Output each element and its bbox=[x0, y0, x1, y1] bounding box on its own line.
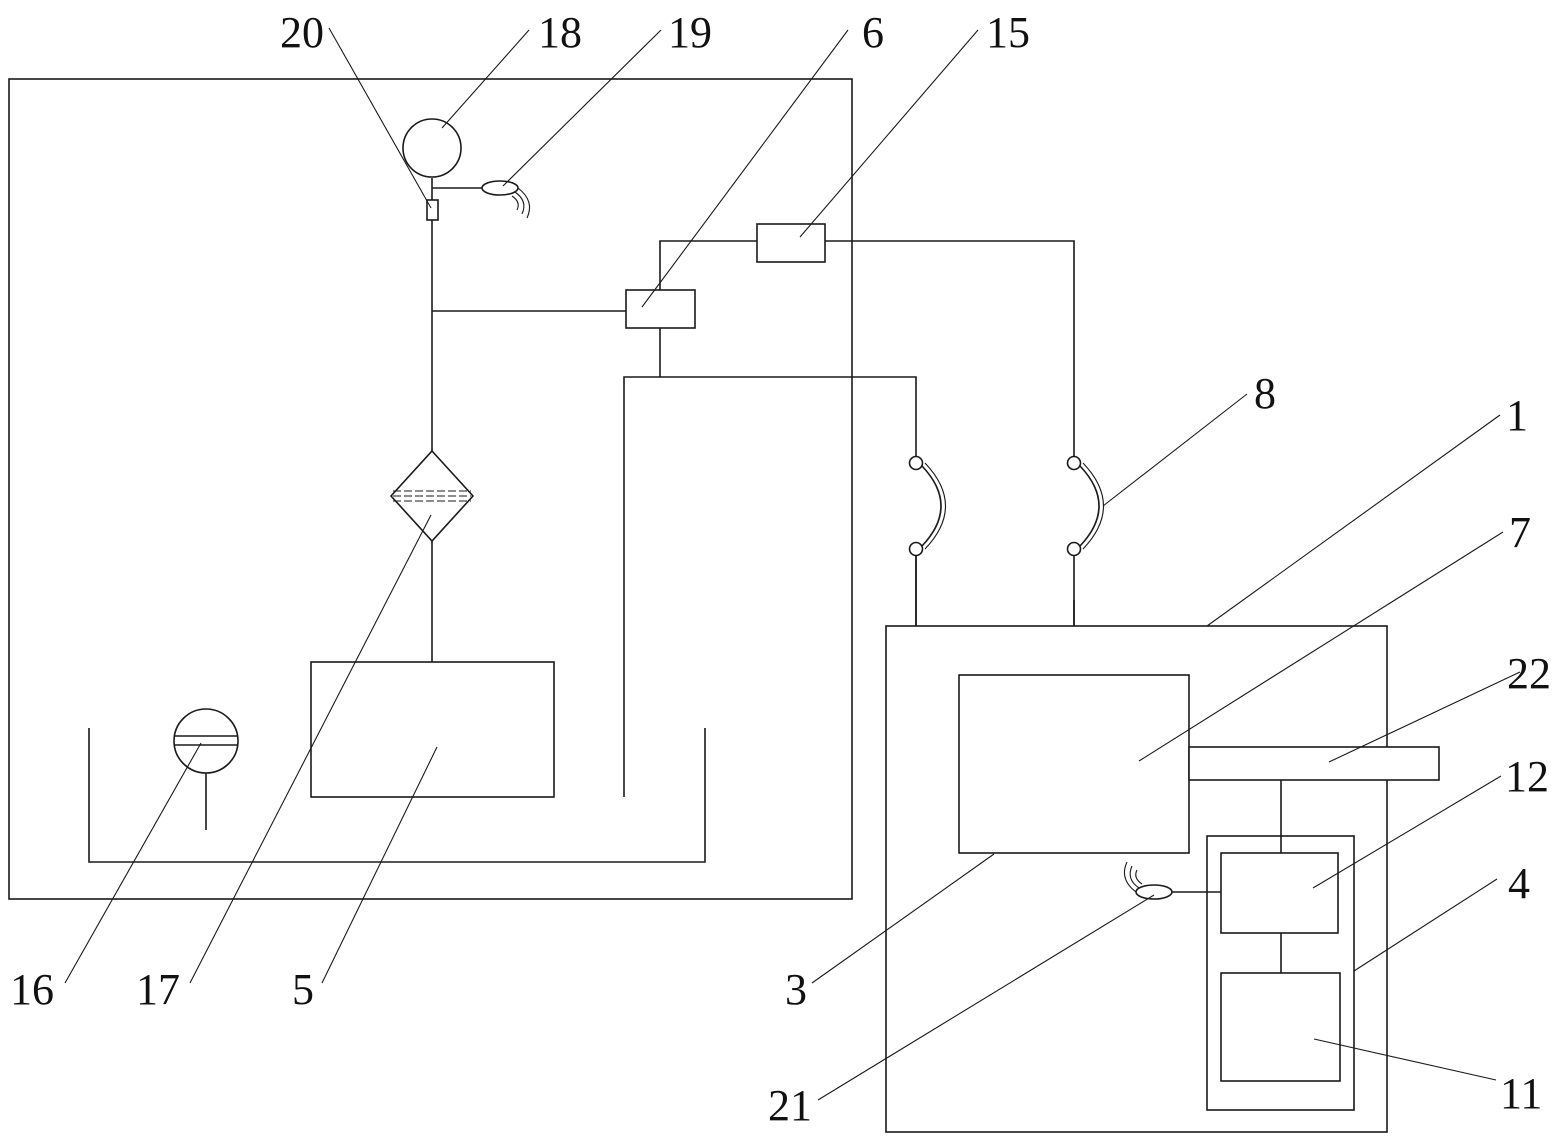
label-17: 17 bbox=[136, 965, 180, 1014]
valve-to-15-pipe bbox=[659, 240, 757, 290]
label-6: 6 bbox=[862, 8, 884, 57]
float-sensor bbox=[173, 708, 239, 830]
filter-diamond bbox=[389, 449, 475, 543]
label-19: 19 bbox=[668, 8, 712, 57]
wireless-sensor-19 bbox=[432, 180, 531, 219]
label-21: 21 bbox=[768, 1081, 812, 1130]
valve-6 bbox=[625, 289, 696, 329]
pipe-15-to-connector bbox=[825, 240, 1075, 456]
hose-connector-left bbox=[908, 455, 946, 557]
box-15 bbox=[756, 223, 826, 263]
label-16: 16 bbox=[10, 965, 54, 1014]
bar-22 bbox=[1188, 746, 1440, 781]
pump-box bbox=[310, 661, 555, 798]
label-15: 15 bbox=[986, 8, 1030, 57]
label-11: 11 bbox=[1500, 1069, 1542, 1118]
tank-return-pipe bbox=[623, 376, 917, 797]
gauge-18 bbox=[402, 118, 462, 178]
label-8: 8 bbox=[1254, 369, 1276, 418]
label-3: 3 bbox=[785, 965, 807, 1014]
label-5: 5 bbox=[292, 965, 314, 1014]
unit-7 bbox=[958, 674, 1190, 854]
label-4: 4 bbox=[1508, 859, 1530, 908]
label-12: 12 bbox=[1505, 752, 1549, 801]
module-12 bbox=[1220, 852, 1339, 934]
label-1: 1 bbox=[1506, 391, 1528, 440]
label-7: 7 bbox=[1509, 508, 1531, 557]
label-20: 20 bbox=[280, 8, 324, 57]
hose-connector-8 bbox=[1066, 455, 1104, 557]
label-18: 18 bbox=[538, 8, 582, 57]
module-11 bbox=[1220, 972, 1341, 1082]
water-tank bbox=[88, 728, 706, 863]
wireless-receiver-21 bbox=[1123, 861, 1221, 900]
leader-lines bbox=[64, 27, 1521, 1101]
label-22: 22 bbox=[1507, 649, 1551, 698]
